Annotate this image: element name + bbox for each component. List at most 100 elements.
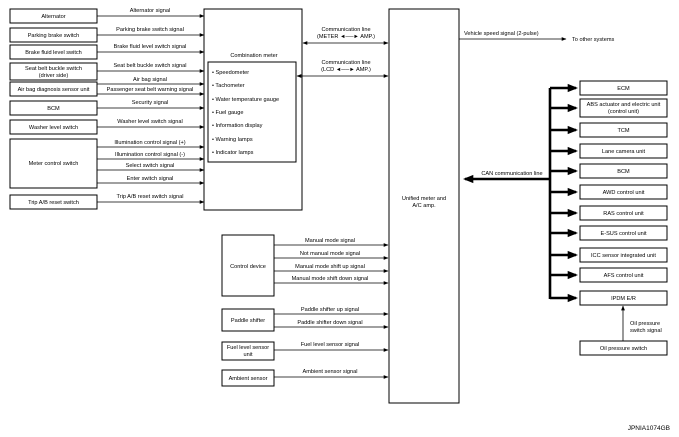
unit-afs-control-label: AFS control unit [604,273,644,279]
meter-item-water-temperature-gauge: • Water temperature gauge [212,97,279,103]
unit-icc-sensor: ICC sensor integrated unit [579,247,668,263]
comm-line-lcd-amp-label: Communication line [321,60,370,66]
unit-trip-reset-switch: Trip A/B reset switch [9,194,98,210]
signal-illumination-control-minus: Illumination control signal (-) [115,152,185,158]
right-units: ECM ABS actuator and electric unit (cont… [579,80,668,306]
unit-control-device: Control device [221,234,275,297]
unit-trip-reset-switch-label: Trip A/B reset switch [28,200,79,206]
signal-security: Security signal [132,100,168,106]
unit-paddle-shifter-label: Paddle shifter [231,318,265,324]
meter-item-tachometer: • Tachometer [212,83,245,89]
unit-ambient-sensor: Ambient sensor [221,369,275,387]
unit-ambient-sensor-label: Ambient sensor [229,376,268,382]
can-communication-line-label: CAN communication line [481,171,542,177]
unit-ecm-label: ECM [617,86,630,92]
unit-fuel-level-sensor-sublabel: unit [243,352,252,358]
combination-meter-title: Combination meter [230,53,277,59]
unit-alternator-label: Alternator [41,14,65,20]
signal-alternator: Alternator signal [130,8,170,14]
unit-fuel-level-sensor: Fuel level sensor unit [221,341,275,361]
oil-pressure-signal-sublabel: switch signal [630,328,662,334]
unit-abs-actuator-sublabel: (control unit) [608,109,639,115]
communication-lines: Communication line (METER ◄──► AMP.) Com… [296,27,389,78]
unit-tcm-label: TCM [617,128,629,134]
signal-paddle-shifter-down: Paddle shifter down signal [297,320,362,326]
unit-bcm-right-label: BCM [617,169,630,175]
signal-paddle-shifter-up: Paddle shifter up signal [301,307,359,313]
unit-awd-control-label: AWD control unit [603,190,645,196]
signal-manual-mode-shift-down: Manual mode shift down signal [292,276,369,282]
signal-seat-belt-buckle-switch: Seat belt buckle switch signal [113,63,186,69]
unit-afs-control: AFS control unit [579,267,668,283]
unit-alternator: Alternator [9,8,98,24]
meter-item-fuel-gauge: • Fuel gauge [212,110,244,116]
unified-meter-ac-amp: Unified meter and A/C amp. [388,8,460,404]
unit-bcm-right: BCM [579,163,668,179]
unit-icc-sensor-label: ICC sensor integrated unit [591,253,656,259]
unit-air-bag-diagnosis-sensor-unit: Air bag diagnosis sensor unit [9,81,98,97]
comm-line-meter-amp-sub: (METER ◄──► AMP.) [317,34,375,40]
signal-fuel-level-sensor: Fuel level sensor signal [301,342,359,348]
unified-meter-ac-amp-label: Unified meter and [402,196,446,202]
unit-fuel-level-sensor-label: Fuel level sensor [227,345,269,351]
unit-esus-control-label: E-SUS control unit [600,231,646,237]
figure-code: JPNIA1074GB [628,425,670,432]
unit-ras-control-label: RAS control unit [603,211,644,217]
unit-lane-camera: Lane camera unit [579,143,668,159]
meter-item-speedometer: • Speedometer [212,70,249,76]
unit-meter-control-switch-label: Meter control switch [29,161,79,167]
signal-enter-switch: Enter switch signal [127,176,174,182]
unit-seat-belt-buckle-switch: Seat belt buckle switch (driver side) [9,62,98,81]
unit-ecm: ECM [579,80,668,96]
unified-meter-ac-amp-sublabel: A/C amp. [412,203,436,209]
signal-washer-level-switch: Washer level switch signal [117,119,182,125]
unit-bcm-left: BCM [9,100,98,116]
unit-parking-brake-switch: Parking brake switch [9,27,98,43]
signal-manual-mode: Manual mode signal [305,238,355,244]
signal-air-bag: Air bag signal [133,77,167,83]
signal-vehicle-speed: Vehicle speed signal (2-pulse) [464,31,539,37]
bottom-signal-lines: Manual mode signal Not manual mode signa… [274,238,389,379]
signal-illumination-control-plus: Illumination control signal (+) [114,140,185,146]
meter-item-warning-lamps: • Warning lamps [212,137,253,143]
combination-meter: Combination meter • Speedometer • Tachom… [203,8,303,211]
unit-oil-pressure-switch-label: Oil pressure switch [600,346,647,352]
unit-washer-level-switch: Washer level switch [9,119,98,135]
signal-brake-fluid-level-switch: Brake fluid level switch signal [114,44,187,50]
unit-parking-brake-switch-label: Parking brake switch [28,33,80,39]
unit-paddle-shifter: Paddle shifter [221,308,275,332]
unit-seat-belt-buckle-switch-sublabel: (driver side) [39,73,69,79]
signal-ambient-sensor: Ambient sensor signal [302,369,357,375]
signal-trip-reset-switch: Trip A/B reset switch signal [117,194,184,200]
unit-awd-control: AWD control unit [579,184,668,200]
signal-passenger-seat-belt-warning: Passenger seat belt warning signal [107,87,194,93]
signal-parking-brake-switch: Parking brake switch signal [116,27,184,33]
unit-bcm-left-label: BCM [47,106,60,112]
meter-item-information-display: • Information display [212,123,263,129]
unit-lane-camera-label: Lane camera unit [602,149,646,155]
oil-pressure-signal-label: Oil pressure [630,321,660,327]
unit-meter-control-switch: Meter control switch [9,138,98,189]
meter-item-indicator-lamps: • Indicator lamps [212,150,254,156]
unit-air-bag-diagnosis-label: Air bag diagnosis sensor unit [18,87,90,93]
unit-tcm: TCM [579,122,668,138]
unit-washer-level-switch-label: Washer level switch [29,125,78,131]
unit-ipdm-er: IPDM E/R [579,290,668,306]
unit-abs-actuator: ABS actuator and electric unit (control … [579,98,668,118]
left-signal-lines: Alternator signal Parking brake switch s… [97,8,205,204]
unit-brake-fluid-level-switch-label: Brake fluid level switch [25,50,82,56]
to-other-systems-label: To other systems [572,37,614,43]
unit-control-device-label: Control device [230,264,266,270]
comm-line-meter-amp-label: Communication line [321,27,370,33]
signal-not-manual-mode: Not manual mode signal [300,251,360,257]
unit-seat-belt-buckle-switch-label: Seat belt buckle switch [25,66,82,72]
unit-ipdm-er-label: IPDM E/R [611,296,636,302]
can-communication-bus: CAN communication line [462,83,579,303]
unit-brake-fluid-level-switch: Brake fluid level switch [9,44,98,60]
signal-select-switch: Select switch signal [126,163,175,169]
unit-esus-control: E-SUS control unit [579,225,668,241]
comm-line-lcd-amp-sub: (LCD ◄──► AMP.) [321,67,371,73]
vehicle-speed-output: Vehicle speed signal (2-pulse) To other … [459,31,614,43]
unit-abs-actuator-label: ABS actuator and electric unit [587,102,661,108]
